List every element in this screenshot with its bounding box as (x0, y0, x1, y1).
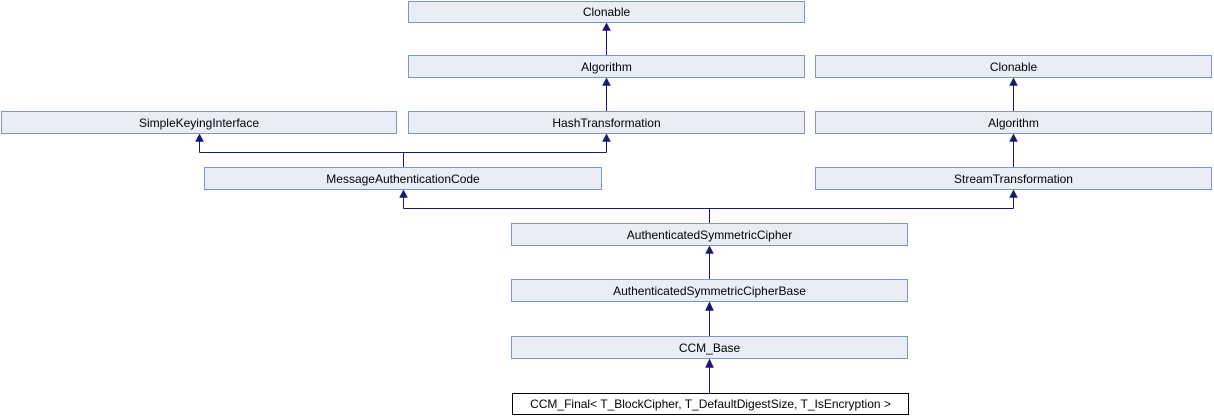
arrowhead-up-icon (602, 133, 611, 142)
edge-algorithm-left-to-clonable-top (602, 22, 611, 55)
class-node-message-authentication-code[interactable]: MessageAuthenticationCode (204, 167, 602, 190)
class-node-algorithm-left[interactable]: Algorithm (408, 55, 805, 78)
edge-algorithm-right-to-clonable-right (1009, 77, 1018, 111)
edge-ccm-base-to-ascb (705, 301, 714, 336)
arrowhead-up-icon (602, 22, 611, 31)
class-node-simple-keying-interface[interactable]: SimpleKeyingInterface (1, 111, 397, 134)
class-node-hash-transformation[interactable]: HashTransformation (408, 111, 805, 134)
arrowhead-up-icon (705, 301, 714, 311)
edge-line (403, 196, 1014, 223)
arrowhead-up-icon (1009, 133, 1018, 142)
class-node-authenticated-symmetric-cipher-base[interactable]: AuthenticatedSymmetricCipherBase (511, 279, 908, 302)
arrowhead-up-icon (195, 133, 204, 142)
edge-stream-transformation-to-algorithm-right (1009, 133, 1018, 167)
edge-line (199, 140, 607, 167)
class-node-ccm-final-current: CCM_Final< T_BlockCipher, T_DefaultDiges… (512, 393, 909, 415)
arrowhead-up-icon (602, 77, 611, 86)
edge-hash-transformation-to-algorithm-left (602, 77, 611, 111)
class-node-clonable-right[interactable]: Clonable (815, 55, 1212, 78)
class-node-clonable-top[interactable]: Clonable (408, 1, 805, 23)
class-node-ccm-base[interactable]: CCM_Base (511, 336, 908, 359)
class-node-algorithm-right[interactable]: Algorithm (815, 111, 1212, 134)
edge-asc-to-mac-and-stream (399, 189, 1018, 223)
arrowhead-up-icon (399, 189, 408, 198)
arrowhead-up-icon (1009, 77, 1018, 86)
edge-ccm-final-to-ccm-base (705, 358, 714, 393)
arrowhead-up-icon (705, 245, 714, 254)
class-node-stream-transformation[interactable]: StreamTransformation (815, 167, 1212, 190)
arrowhead-up-icon (1009, 189, 1018, 198)
arrowhead-up-icon (705, 358, 714, 368)
edge-mac-to-ski-and-hash (195, 133, 611, 167)
edge-ascb-to-asc (705, 245, 714, 279)
class-node-authenticated-symmetric-cipher[interactable]: AuthenticatedSymmetricCipher (511, 223, 908, 246)
